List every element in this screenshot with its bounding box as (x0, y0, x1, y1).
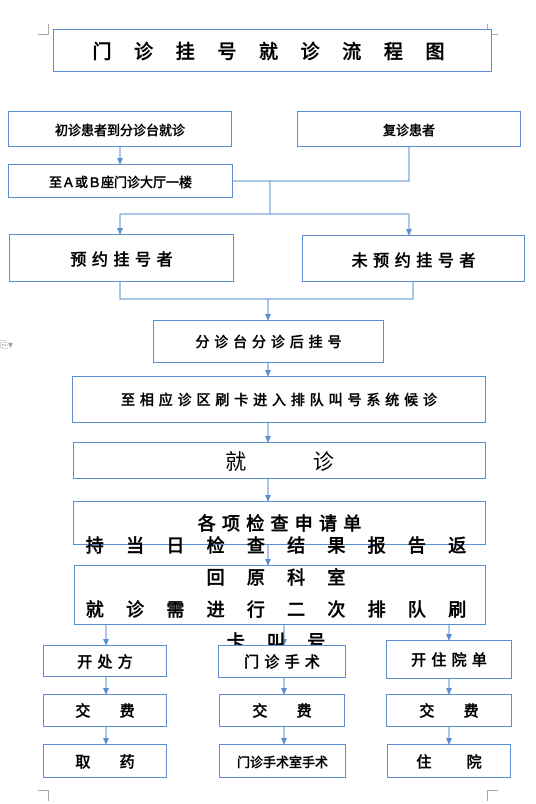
get-medicine-box: 取 药 (43, 744, 167, 778)
corner-mark-top-left (38, 24, 49, 35)
admission-form-box: 开 住 院 单 (386, 640, 512, 679)
return-visit-box: 复诊患者 (297, 111, 521, 147)
pay-box-2: 交 费 (219, 694, 345, 727)
anchor-icon: ⎘▾ (0, 340, 14, 351)
surgery-box: 门 诊 手 术 (218, 645, 346, 678)
first-visit-box: 初诊患者到分诊台就诊 (8, 111, 232, 147)
consult-box: 就 诊 (73, 442, 486, 479)
corner-mark-bottom-left (38, 790, 49, 801)
prescription-box: 开 处 方 (43, 645, 167, 677)
go-to-hall-box: 至Ａ或Ｂ座门诊大厅一楼 (8, 164, 233, 198)
pay-box-3: 交 费 (386, 694, 512, 727)
return-to-department-box: 持 当 日 检 查 结 果 报 告 返 回 原 科 室 就 诊 需 进 行 二 … (74, 536, 486, 653)
surgery-room-box: 门诊手术室手术 (219, 744, 346, 778)
hospitalize-box: 住 院 (387, 744, 511, 778)
booked-box: 预 约 挂 号 者 (9, 234, 234, 282)
exam-form-box: 各 项 检 查 申 请 单 (73, 501, 486, 545)
corner-mark-bottom-right (487, 790, 498, 801)
triage-register-box: 分 诊 台 分 诊 后 挂 号 (153, 320, 384, 363)
not-booked-box: 未 预 约 挂 号 者 (302, 235, 525, 282)
pay-box-1: 交 费 (43, 694, 167, 727)
page-title: 门 诊 挂 号 就 诊 流 程 图 (53, 29, 492, 72)
return-line-1: 持 当 日 检 查 结 果 报 告 返 回 原 科 室 (85, 536, 475, 589)
queue-system-box: 至 相 应 诊 区 刷 卡 进 入 排 队 叫 号 系 统 候 诊 (72, 376, 486, 423)
